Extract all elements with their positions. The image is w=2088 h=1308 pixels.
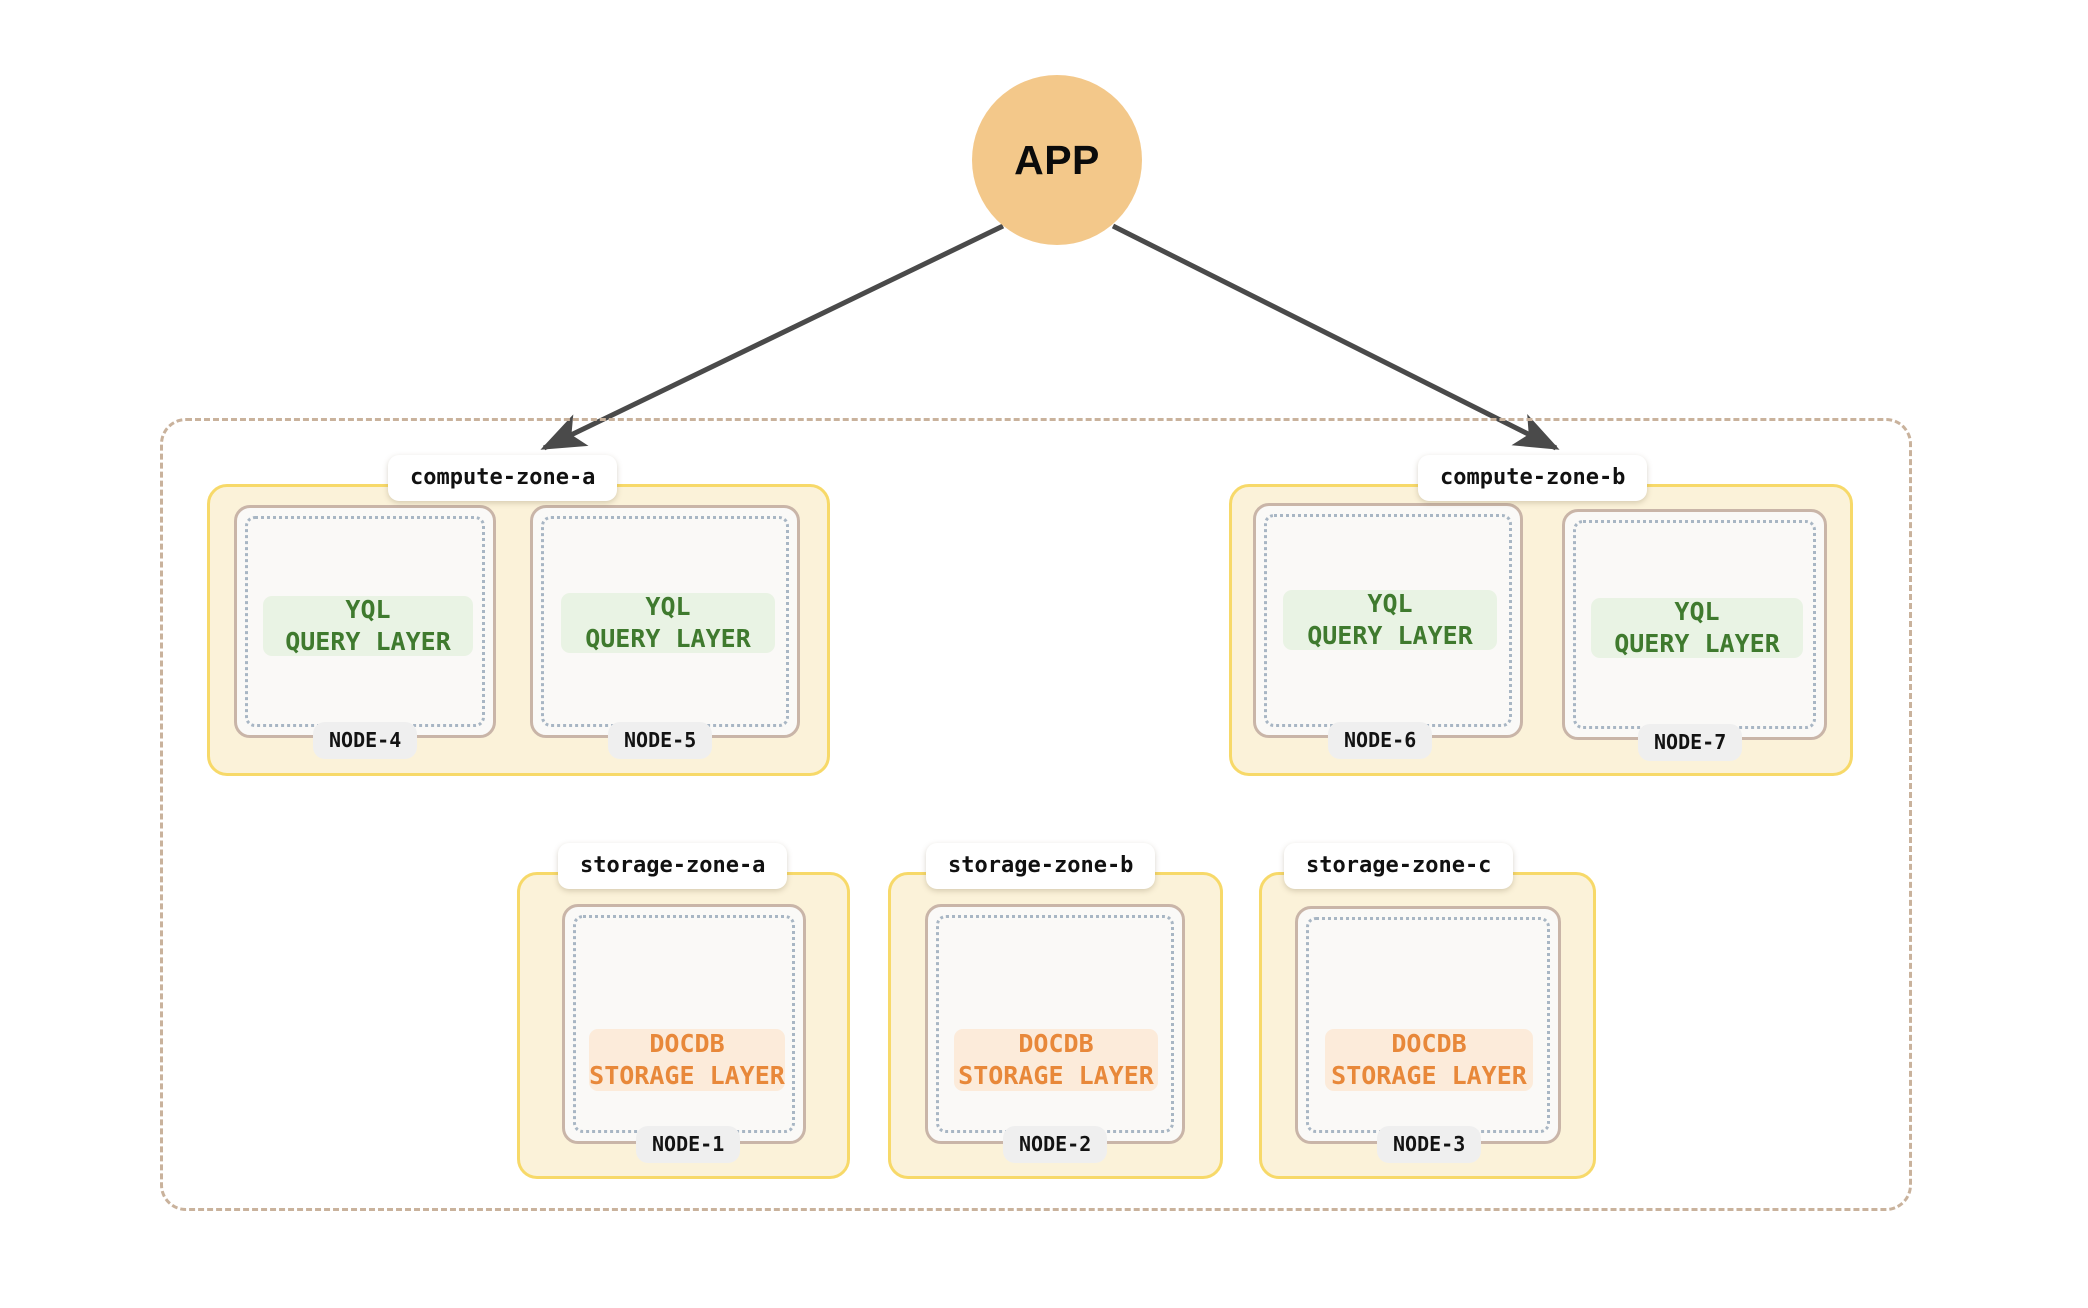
layer-line-2: QUERY LAYER xyxy=(1614,629,1780,658)
node-NODE-3[interactable]: DOCDB STORAGE LAYER xyxy=(1295,906,1561,1144)
layer-line-2: QUERY LAYER xyxy=(285,627,451,656)
node-badge-NODE-3: NODE-3 xyxy=(1377,1126,1482,1163)
layer-docdb: DOCDB STORAGE LAYER xyxy=(589,1029,785,1091)
layer-line-1: YQL xyxy=(645,592,691,621)
node-badge-NODE-6: NODE-6 xyxy=(1328,722,1433,759)
layer-line-1: DOCDB xyxy=(1018,1029,1094,1058)
node-NODE-2[interactable]: DOCDB STORAGE LAYER xyxy=(925,904,1185,1144)
node-NODE-6[interactable]: YQL QUERY LAYER xyxy=(1253,503,1523,738)
node-badge-NODE-7: NODE-7 xyxy=(1638,724,1743,761)
zone-label-storage-zone-c: storage-zone-c xyxy=(1284,843,1514,889)
layer-line-1: DOCDB xyxy=(649,1029,725,1058)
layer-line-2: STORAGE LAYER xyxy=(589,1061,785,1090)
layer-line-1: YQL xyxy=(1367,589,1413,618)
layer-yql: YQL QUERY LAYER xyxy=(1283,589,1497,650)
node-NODE-4[interactable]: YQL QUERY LAYER xyxy=(234,505,496,738)
app-label: APP xyxy=(1014,136,1100,183)
layer-docdb: DOCDB STORAGE LAYER xyxy=(1325,1029,1533,1091)
zone-label-storage-zone-b: storage-zone-b xyxy=(926,843,1156,889)
node-NODE-5[interactable]: YQL QUERY LAYER xyxy=(530,505,800,738)
node-badge-NODE-1: NODE-1 xyxy=(636,1126,741,1163)
layer-yql: YQL QUERY LAYER xyxy=(1591,597,1803,658)
app-client-node[interactable]: APP xyxy=(972,75,1142,245)
layer-line-1: DOCDB xyxy=(1391,1029,1467,1058)
layer-line-2: QUERY LAYER xyxy=(1307,621,1473,650)
node-badge-NODE-4: NODE-4 xyxy=(313,722,418,759)
node-NODE-1[interactable]: DOCDB STORAGE LAYER xyxy=(562,904,806,1144)
layer-yql: YQL QUERY LAYER xyxy=(263,595,473,656)
layer-line-2: QUERY LAYER xyxy=(585,624,751,653)
layer-line-1: YQL xyxy=(345,595,391,624)
layer-docdb: DOCDB STORAGE LAYER xyxy=(954,1029,1158,1091)
layer-line-2: STORAGE LAYER xyxy=(958,1061,1154,1090)
node-badge-NODE-5: NODE-5 xyxy=(608,722,713,759)
cluster-boundary xyxy=(160,418,1912,1211)
node-NODE-7[interactable]: YQL QUERY LAYER xyxy=(1562,509,1827,740)
arrow-app-to-compute-zone-b xyxy=(1111,223,1560,451)
layer-yql: YQL QUERY LAYER xyxy=(561,592,775,653)
layer-line-2: STORAGE LAYER xyxy=(1331,1061,1527,1090)
node-badge-NODE-2: NODE-2 xyxy=(1003,1126,1108,1163)
arrow-app-to-compute-zone-a xyxy=(540,223,1005,451)
layer-line-1: YQL xyxy=(1674,597,1720,626)
zone-label-storage-zone-a: storage-zone-a xyxy=(558,843,788,889)
zone-label-compute-zone-b: compute-zone-b xyxy=(1418,455,1648,501)
zone-label-compute-zone-a: compute-zone-a xyxy=(388,455,618,501)
